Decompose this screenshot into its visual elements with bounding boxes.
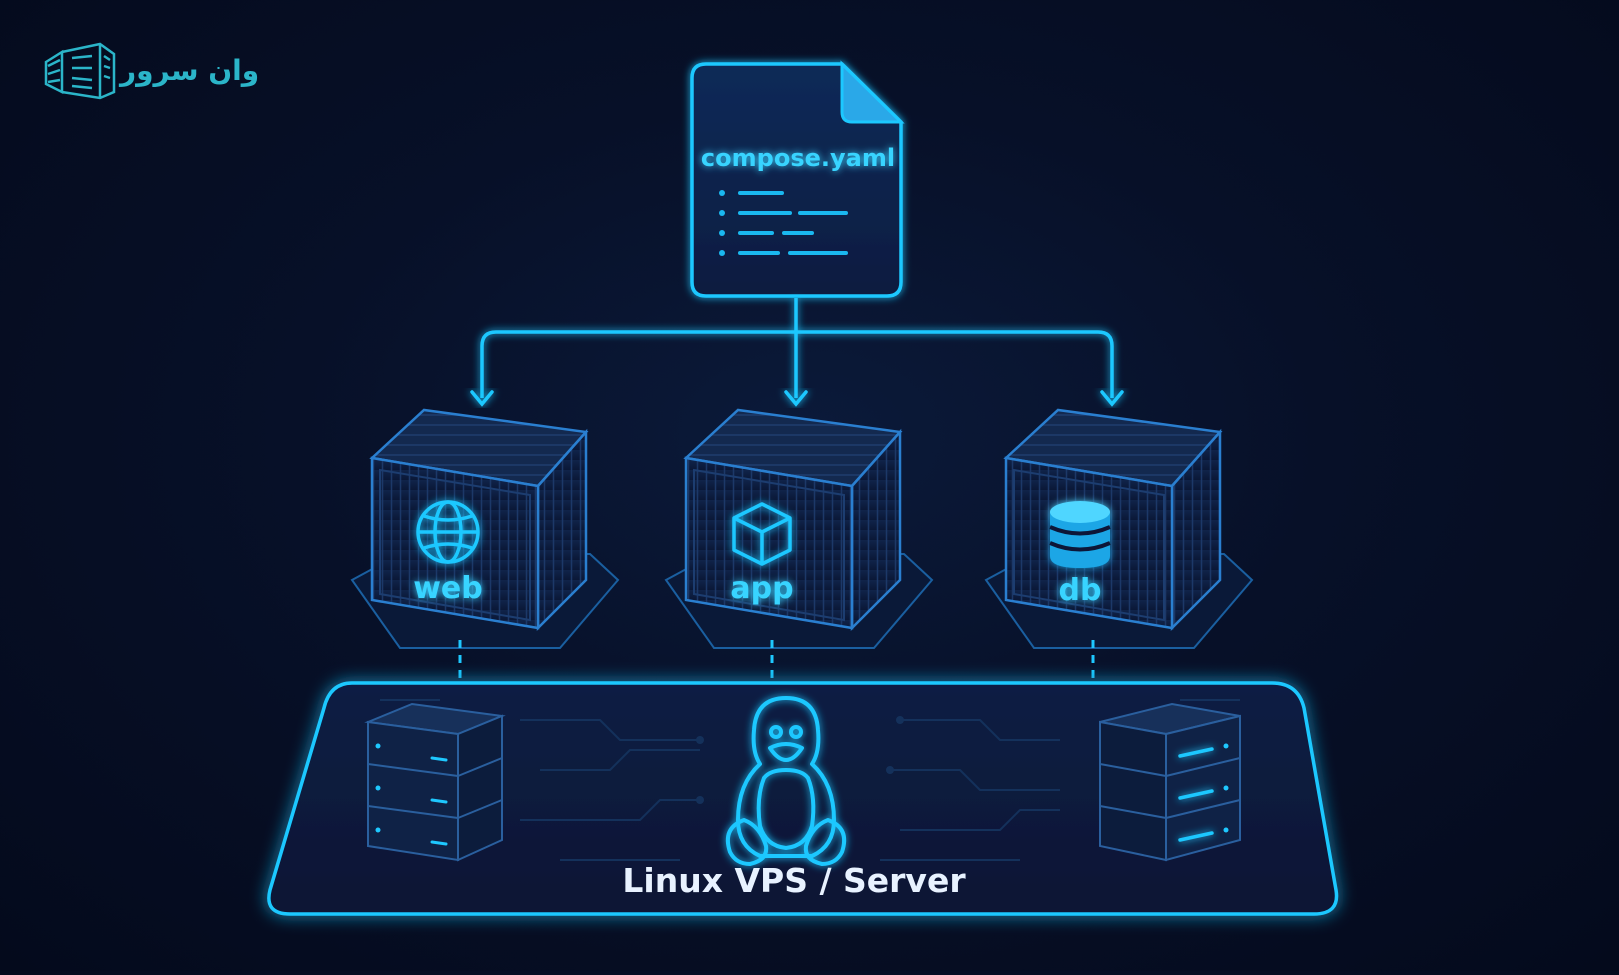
database-icon — [1049, 501, 1111, 568]
compose-connectors — [480, 298, 1114, 398]
cube-icon — [732, 502, 792, 566]
compose-file-label: compose.yaml — [701, 144, 895, 172]
circuit-traces — [380, 699, 1240, 861]
linux-penguin-icon — [725, 696, 847, 866]
host-platform — [267, 681, 1339, 916]
brand-logo-text: وان سرور — [118, 54, 259, 87]
globe-icon — [416, 500, 480, 564]
server-rack-icon-right — [1099, 702, 1241, 862]
service-label-db: db — [1059, 573, 1102, 608]
service-label-app: app — [730, 571, 793, 606]
brand-logo-mark-icon — [44, 42, 116, 100]
server-rack-icon-left — [364, 702, 506, 862]
host-label: Linux VPS / Server — [622, 861, 966, 900]
compose-file-document — [690, 60, 905, 298]
brand-logo: وان سرور — [44, 42, 259, 100]
document-lines-icon — [719, 190, 848, 256]
service-container-db — [984, 408, 1254, 649]
arrowheads — [470, 390, 1124, 407]
service-label-web: web — [413, 571, 483, 606]
service-container-web — [350, 408, 620, 649]
service-container-app — [664, 408, 934, 649]
host-links — [458, 640, 1095, 680]
